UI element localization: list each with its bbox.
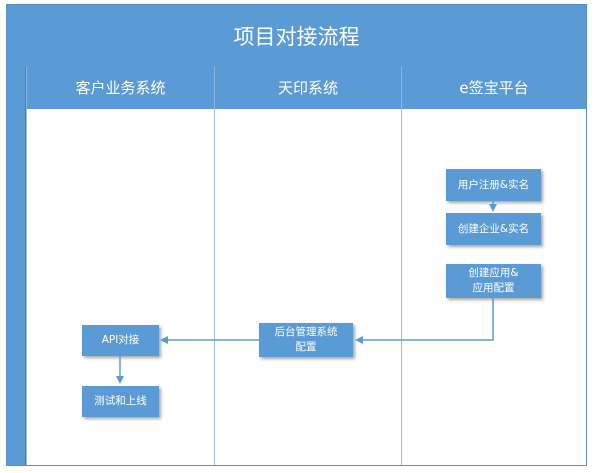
step-backend-config: 后台管理系统 配置: [259, 323, 353, 357]
lane-body-customer: [26, 109, 214, 465]
step-api-label: API对接: [101, 334, 140, 346]
lane-header-esign: e签宝平台: [401, 66, 586, 109]
diagram-title: 项目对接流程: [7, 5, 586, 66]
step-backend-config-line1: 后台管理系统: [274, 326, 338, 338]
step-create-app-line2: 应用配置: [472, 282, 515, 294]
step-backend-config-line2: 配置: [295, 341, 317, 353]
step-register-label: 用户注册&实名: [457, 178, 530, 191]
swimlane-side-strip: [7, 66, 26, 465]
lane-body-esign: [401, 109, 586, 465]
step-create-app-line1: 创建应用&: [468, 267, 519, 279]
lane-header-tianyin: 天印系统: [214, 66, 401, 109]
step-create-company-label: 创建企业&实名: [457, 222, 530, 235]
step-api: API对接: [82, 325, 159, 356]
step-register: 用户注册&实名: [446, 169, 541, 201]
lane-header-customer: 客户业务系统: [26, 66, 214, 109]
lane-body-tianyin: [214, 109, 401, 465]
step-create-company: 创建企业&实名: [446, 213, 541, 245]
step-test-label: 测试和上线: [94, 395, 147, 407]
step-create-app: 创建应用& 应用配置: [446, 264, 541, 298]
step-test: 测试和上线: [82, 386, 159, 417]
